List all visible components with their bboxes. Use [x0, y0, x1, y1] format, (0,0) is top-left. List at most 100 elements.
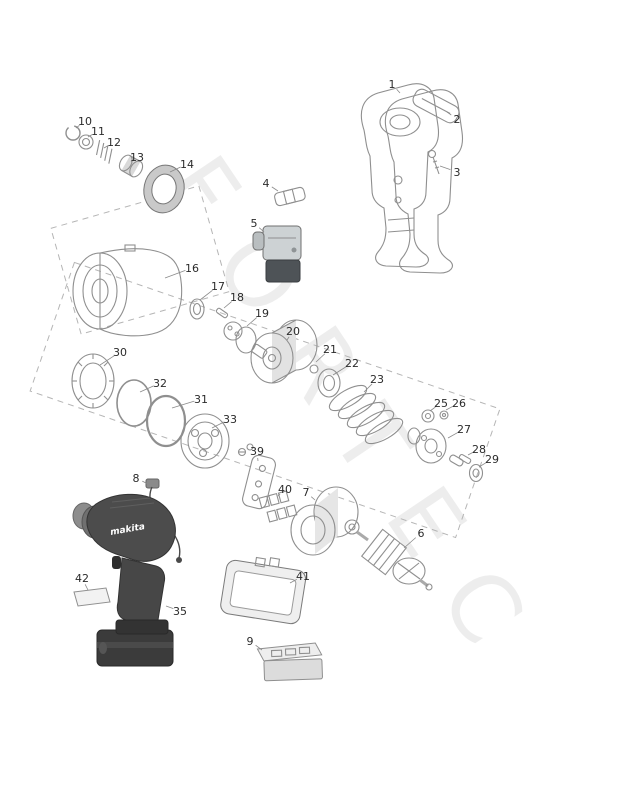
part-30-retainer-ring — [71, 353, 115, 409]
part-label-31: 31 — [194, 393, 208, 406]
part-label-17: 17 — [211, 280, 225, 293]
leader-line-40 — [277, 493, 281, 497]
part-22-washer — [317, 368, 341, 398]
leader-line-3 — [439, 165, 451, 171]
leader-line-35 — [165, 605, 174, 610]
leader-line-21 — [315, 353, 326, 363]
leader-line-6 — [403, 537, 417, 549]
leader-line-26 — [445, 405, 454, 411]
part-41-controller — [220, 556, 307, 625]
part-label-42: 42 — [75, 572, 89, 585]
leader-line-4 — [271, 186, 279, 192]
leader-line-11 — [87, 134, 93, 138]
part-label-41: 41 — [296, 570, 310, 583]
part-label-5: 5 — [251, 217, 258, 230]
part-31-o-ring-large — [145, 394, 187, 448]
part-label-2: 2 — [454, 113, 461, 126]
part-label-13: 13 — [130, 151, 144, 164]
part-label-28: 28 — [472, 443, 486, 456]
leader-line-32 — [139, 385, 154, 393]
part-32-o-ring — [116, 379, 152, 427]
leader-line-20 — [286, 336, 290, 341]
part-label-22: 22 — [345, 357, 359, 370]
leader-line-22 — [332, 366, 347, 376]
part-21-steel-ball — [309, 364, 319, 374]
part-27-spindle — [407, 427, 464, 467]
group-box-hammer-case — [50, 185, 230, 335]
part-label-8: 8 — [133, 472, 140, 485]
leader-line-9 — [255, 644, 263, 651]
leader-line-25 — [429, 406, 436, 412]
part-1-housing-set — [360, 83, 464, 274]
part-label-20: 20 — [286, 325, 300, 338]
part-23-compression-spring — [328, 384, 404, 445]
leader-line-23 — [363, 383, 373, 393]
leader-line-16 — [164, 270, 186, 279]
leader-line-29 — [478, 462, 487, 468]
leader-line-14 — [169, 166, 181, 173]
part-label-3: 3 — [454, 166, 461, 179]
part-39-bracket-plate — [237, 443, 276, 510]
part-label-30: 30 — [113, 346, 127, 359]
part-label-12: 12 — [107, 136, 121, 149]
leader-line-2 — [446, 111, 452, 116]
part-label-4: 4 — [263, 177, 270, 190]
part-label-33: 33 — [223, 413, 237, 426]
part-label-25: 25 — [434, 397, 448, 410]
part-18-pin — [215, 307, 229, 319]
part-label-23: 23 — [370, 373, 384, 386]
part-label-10: 10 — [78, 115, 92, 128]
part-10-snap-ring — [65, 125, 81, 141]
part-label-6: 6 — [418, 527, 425, 540]
part-label-21: 21 — [323, 343, 337, 356]
part-label-40: 40 — [278, 483, 292, 496]
leader-line-1 — [396, 88, 401, 94]
part-label-39: 39 — [250, 445, 264, 458]
part-17-washer — [189, 298, 205, 320]
leader-line-33 — [211, 421, 224, 429]
part-2-rear-cover-panel — [412, 88, 460, 124]
part-9-terminal-block — [256, 642, 323, 682]
part-26-ring-small — [439, 410, 449, 420]
leader-line-31 — [171, 400, 195, 409]
part-label-32: 32 — [153, 377, 167, 390]
part-42-name-plate — [73, 587, 111, 607]
part-28-pin-small — [458, 454, 472, 464]
leader-line-27 — [447, 432, 459, 439]
part-5-switch-assembly — [252, 225, 302, 283]
part-7-stator — [290, 486, 359, 556]
part-33-gear-assembly — [180, 413, 230, 469]
part-13-sleeve — [118, 154, 144, 178]
part-label-27: 27 — [457, 423, 471, 436]
part-16-hammer-case — [72, 244, 183, 337]
part-6-armature — [344, 519, 433, 591]
part-12-spring-small — [95, 139, 113, 164]
part-label-26: 26 — [452, 397, 466, 410]
part-label-35: 35 — [173, 605, 187, 618]
part-label-29: 29 — [485, 453, 499, 466]
part-14-bumper-ring — [143, 164, 185, 214]
part-20-hammer — [250, 319, 318, 384]
part-label-11: 11 — [91, 125, 105, 138]
leader-line-28 — [467, 452, 474, 456]
leader-line-7 — [310, 496, 316, 501]
leader-line-19 — [246, 317, 257, 327]
part-label-7: 7 — [303, 486, 310, 499]
leader-line-18 — [223, 301, 232, 309]
part-label-1: 1 — [389, 78, 396, 91]
part-4-slide-button — [274, 186, 306, 207]
part-label-16: 16 — [185, 262, 199, 275]
leader-line-8 — [142, 480, 149, 485]
leader-line-30 — [99, 355, 115, 366]
part-label-18: 18 — [230, 291, 244, 304]
leader-line-17 — [199, 289, 213, 301]
part-3-tapping-screw — [427, 149, 440, 175]
leader-line-13 — [130, 161, 132, 163]
part-label-14: 14 — [180, 158, 194, 171]
part-11-ring — [78, 134, 94, 150]
part-label-19: 19 — [255, 307, 269, 320]
leader-line-41 — [289, 578, 298, 584]
